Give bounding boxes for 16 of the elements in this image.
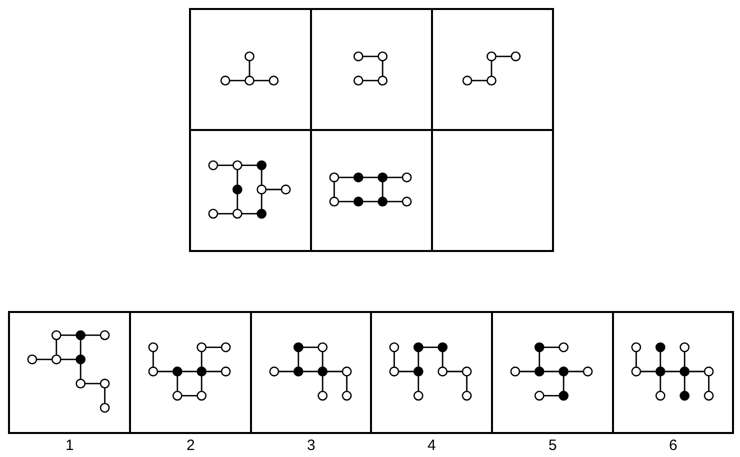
grid-cell bbox=[189, 129, 312, 252]
grid-cell bbox=[431, 129, 554, 252]
option-number: 5 bbox=[548, 438, 557, 453]
grid-cell bbox=[431, 8, 554, 131]
option-number: 1 bbox=[66, 438, 74, 453]
option-cell bbox=[8, 311, 131, 434]
option-number: 3 bbox=[307, 438, 316, 453]
option-number: 4 bbox=[428, 438, 436, 453]
option-cell bbox=[129, 311, 252, 434]
option-cell bbox=[370, 311, 493, 434]
option-number: 2 bbox=[186, 438, 195, 453]
option-cell bbox=[491, 311, 614, 434]
option-cell bbox=[250, 311, 372, 434]
option-cell bbox=[612, 311, 734, 434]
grid-cell bbox=[189, 8, 312, 131]
option-number: 6 bbox=[669, 438, 678, 453]
